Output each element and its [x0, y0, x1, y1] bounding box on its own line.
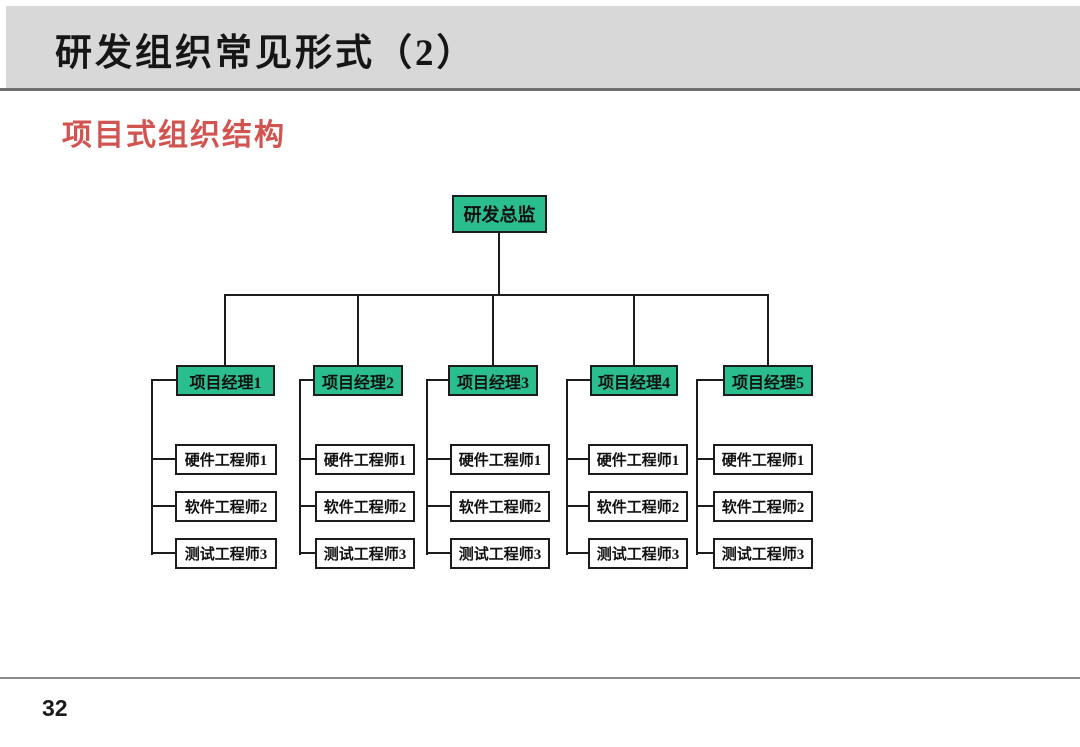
connector-line: [696, 379, 698, 555]
connector-line: [151, 379, 153, 555]
manager-box-1: 项目经理1: [176, 365, 275, 396]
connector-line: [492, 295, 494, 365]
connector-line: [426, 379, 428, 555]
connector-line: [426, 552, 450, 554]
connector-line: [151, 505, 175, 507]
engineer-box-3-3: 测试工程师3: [450, 538, 550, 569]
connector-line: [426, 505, 450, 507]
slide-title: 研发组织常见形式（2）: [55, 33, 477, 74]
connector-line: [299, 379, 301, 555]
engineer-box-2-2: 软件工程师2: [315, 491, 415, 522]
connector-line: [299, 458, 315, 460]
engineer-box-1-3: 测试工程师3: [175, 538, 277, 569]
engineer-box-4-2: 软件工程师2: [588, 491, 688, 522]
connector-line: [566, 379, 590, 381]
connector-line: [566, 458, 588, 460]
engineer-box-3-2: 软件工程师2: [450, 491, 550, 522]
engineer-box-2-1: 硬件工程师1: [315, 444, 415, 475]
connector-line: [224, 294, 769, 296]
manager-box-4: 项目经理4: [590, 365, 678, 396]
connector-line: [299, 552, 315, 554]
connector-line: [767, 295, 769, 365]
connector-line: [696, 458, 713, 460]
connector-line: [566, 379, 568, 555]
engineer-box-4-3: 测试工程师3: [588, 538, 688, 569]
engineer-box-1-1: 硬件工程师1: [175, 444, 277, 475]
connector-line: [696, 552, 713, 554]
engineer-box-1-2: 软件工程师2: [175, 491, 277, 522]
connector-line: [224, 295, 226, 365]
engineer-box-5-1: 硬件工程师1: [713, 444, 813, 475]
connector-line: [151, 552, 175, 554]
header-divider: [0, 88, 1080, 91]
manager-box-3: 项目经理3: [448, 365, 538, 396]
connector-line: [151, 458, 175, 460]
connector-line: [426, 379, 448, 381]
connector-line: [566, 552, 588, 554]
page-number: 32: [42, 695, 68, 721]
connector-line: [633, 295, 635, 365]
engineer-box-5-2: 软件工程师2: [713, 491, 813, 522]
engineer-box-5-3: 测试工程师3: [713, 538, 813, 569]
connector-line: [299, 505, 315, 507]
engineer-box-3-1: 硬件工程师1: [450, 444, 550, 475]
connector-line: [696, 505, 713, 507]
slide-subtitle: 项目式组织结构: [62, 119, 286, 152]
connector-line: [426, 458, 450, 460]
engineer-box-2-3: 测试工程师3: [315, 538, 415, 569]
director-box: 研发总监: [452, 195, 547, 233]
slide-header-bar: 研发组织常见形式（2）: [6, 6, 1080, 88]
connector-line: [357, 295, 359, 365]
footer-divider: [0, 677, 1080, 679]
connector-line: [696, 379, 723, 381]
manager-box-2: 项目经理2: [313, 365, 403, 396]
connector-line: [498, 233, 500, 295]
connector-line: [566, 505, 588, 507]
connector-line: [151, 379, 176, 381]
connector-line: [299, 379, 313, 381]
manager-box-5: 项目经理5: [723, 365, 813, 396]
engineer-box-4-1: 硬件工程师1: [588, 444, 688, 475]
